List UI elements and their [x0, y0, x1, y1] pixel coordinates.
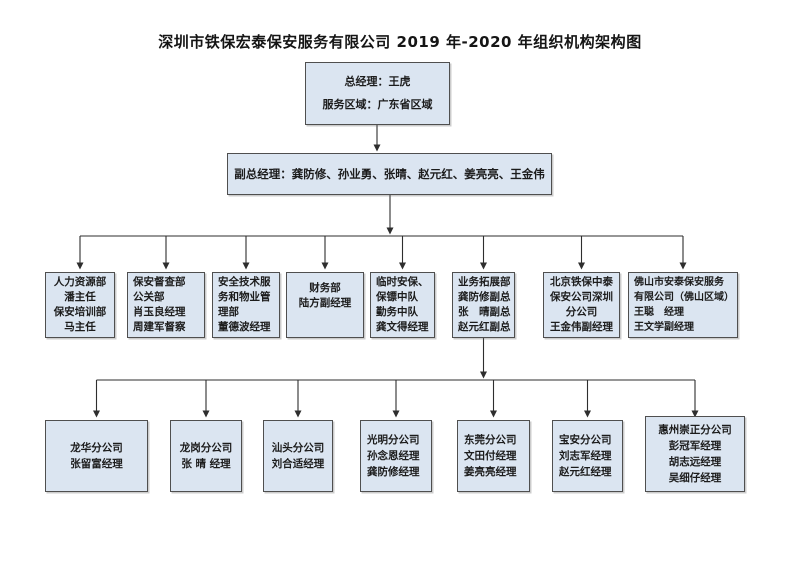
box-text-line: 孙念恩经理	[367, 450, 420, 462]
branch-box-baoan: 宝安分公司刘志军经理赵元红经理	[552, 420, 623, 492]
dept-box-finance: 财务部陆方副经理	[286, 272, 364, 338]
box-text-line: 张留富经理	[70, 458, 123, 470]
dept-box-business-development: 业务拓展部龚防修副总张 晴副总赵元红副总	[452, 272, 515, 338]
box-text-line: 王文学副经理	[634, 322, 694, 333]
box-text-line: 佛山市安泰保安服务	[634, 277, 724, 288]
box-text-line: 姜亮亮经理	[464, 466, 517, 478]
box-text-line: 龚防修副总	[458, 291, 511, 303]
box-text-line: 东莞分公司	[464, 434, 517, 446]
box-text-line: 分公司	[565, 306, 598, 318]
box-text-line: 张 晴副总	[458, 306, 511, 318]
box-text-line: 保镖中队	[376, 291, 418, 303]
box-text-line: 龚防修经理	[367, 466, 420, 478]
dept-box-temp-security: 临时安保、保镖中队勤务中队龚文得经理	[370, 272, 435, 338]
box-text-line: 王聪 经理	[634, 307, 684, 318]
box-text-line: 务和物业管	[218, 291, 271, 303]
box-text-line: 龙华分公司	[70, 442, 123, 454]
box-text-line: 财务部	[309, 282, 341, 294]
dept-box-foshan-antai: 佛山市安泰保安服务有限公司（佛山区域） 王聪 经理王文学副经理	[628, 272, 738, 338]
box-text-line: 保安督查部	[133, 276, 186, 288]
page-title: 深圳市铁保宏泰保安服务有限公司 2019 年-2020 年组织机构架构图	[158, 33, 642, 51]
box-text-line: 理部	[218, 306, 239, 318]
box-text-line: 赵元红经理	[559, 466, 612, 478]
box-text-line: 临时安保、	[376, 276, 429, 288]
box-text-line: 龙岗分公司	[179, 442, 233, 454]
box-text-line: 有限公司（佛山区域）	[634, 292, 734, 303]
dept-box-beijing-tiebao-zhongtai: 北京铁保中泰保安公司深圳分公司王金伟副经理	[543, 272, 620, 338]
box-text-line: 周建军督察	[133, 321, 186, 333]
box-text-line: 人力资源部	[53, 276, 107, 288]
box-text-line: 张 晴 经理	[181, 458, 231, 470]
box-text-line: 王金伟副经理	[550, 321, 613, 333]
deputy-managers-box: 副总经理：龚防修、孙业勇、张晴、赵元红、姜亮亮、王金伟	[227, 153, 552, 195]
branch-box-shantou: 汕头分公司刘合适经理	[263, 420, 333, 492]
box-text-line: 北京铁保中泰	[550, 276, 613, 288]
box-text-line: 彭冠军经理	[668, 440, 722, 452]
branch-box-longhua: 龙华分公司张留富经理	[45, 420, 148, 492]
box-text-line: 刘志军经理	[559, 450, 612, 462]
box-text-line: 董德波经理	[218, 321, 271, 333]
box-text-line: 肖玉良经理	[133, 306, 186, 318]
box-text-line: 总经理：王虎	[344, 75, 411, 89]
dept-box-security-supervision: 保安督查部公关部肖玉良经理周建军督察	[127, 272, 205, 338]
deputy-managers-label: 副总经理：龚防修、孙业勇、张晴、赵元红、姜亮亮、王金伟	[234, 167, 545, 181]
box-text-line: 龚文得经理	[376, 321, 429, 333]
branch-box-longgang: 龙岗分公司张 晴 经理	[170, 420, 242, 492]
dept-box-human-resources: 人力资源部潘主任保安培训部马主任	[45, 272, 115, 338]
box-text-line: 宝安分公司	[559, 434, 612, 446]
box-text-line: 保安培训部	[53, 306, 107, 318]
box-text-line: 赵元红副总	[458, 321, 511, 333]
box-text-line: 勤务中队	[376, 306, 418, 318]
box-text-line: 安全技术服	[218, 276, 271, 288]
box-text-line: 光明分公司	[367, 434, 420, 446]
box-text-line: 业务拓展部	[458, 276, 511, 288]
branch-box-dongguan: 东莞分公司文田付经理姜亮亮经理	[457, 420, 530, 492]
box-text-line: 公关部	[133, 291, 165, 303]
box-text-line: 惠州崇正分公司	[658, 424, 732, 436]
general-manager-box: 总经理：王虎服务区域：广东省区域	[305, 62, 450, 125]
dept-box-tech-property-mgmt: 安全技术服务和物业管理部董德波经理	[212, 272, 280, 338]
box-text-line: 马主任	[64, 321, 96, 333]
box-text-line: 刘合适经理	[271, 458, 325, 470]
branch-box-guangming: 光明分公司孙念恩经理龚防修经理	[360, 420, 432, 492]
box-text-line: 服务区域：广东省区域	[322, 97, 433, 111]
box-text-line: 保安公司深圳	[550, 291, 613, 303]
box-text-line: 陆方副经理	[298, 297, 352, 309]
box-text-line: 胡志远经理	[668, 456, 722, 468]
box-text-line: 文田付经理	[464, 450, 517, 462]
branch-box-huizhou-chongzheng: 惠州崇正分公司彭冠军经理胡志远经理吴细仔经理	[645, 416, 745, 492]
box-text-line: 吴细仔经理	[668, 472, 722, 484]
box-text-line: 潘主任	[64, 291, 96, 303]
box-text-line: 汕头分公司	[271, 442, 325, 454]
